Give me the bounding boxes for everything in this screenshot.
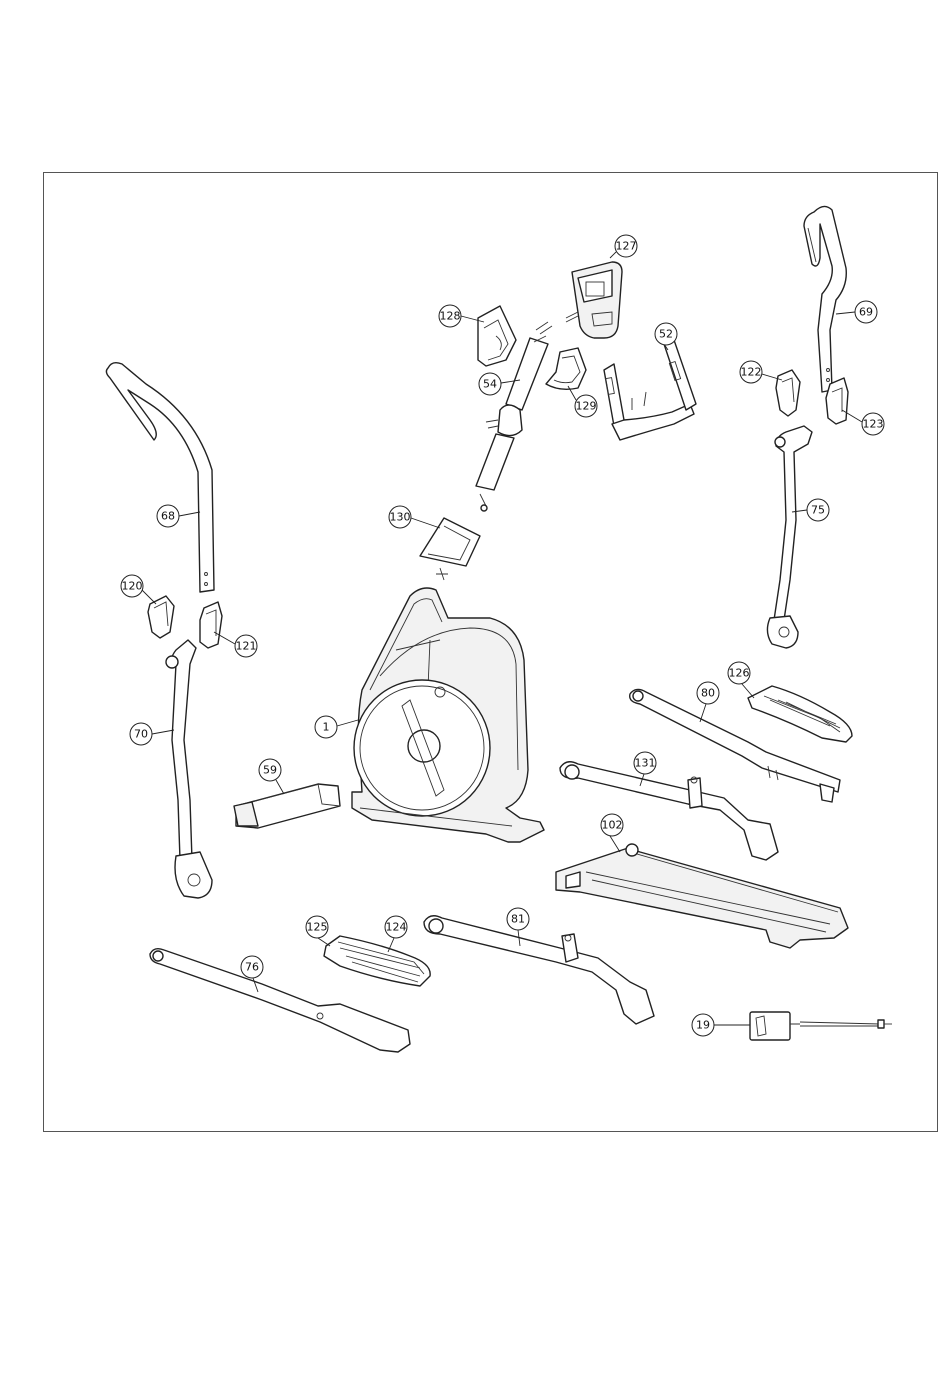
callout-75: 75 [792,499,829,521]
callout-69: 69 [836,301,877,323]
svg-text:130: 130 [390,511,411,524]
svg-text:122: 122 [741,366,762,379]
svg-text:80: 80 [701,687,715,700]
right-moving-handle-part [804,206,846,392]
svg-text:125: 125 [307,921,328,934]
svg-text:123: 123 [863,418,884,431]
callout-59: 59 [259,759,284,794]
svg-text:120: 120 [122,580,143,593]
main-frame-part [352,588,544,842]
svg-text:70: 70 [134,728,148,741]
cover-129-part [546,348,586,389]
callout-126: 126 [728,662,754,698]
left-crank-link-part [424,916,654,1024]
power-adapter-part [750,1012,892,1040]
right-pedal-part [748,686,852,742]
svg-text:76: 76 [245,961,259,974]
svg-text:121: 121 [236,640,257,653]
svg-text:19: 19 [696,1019,710,1032]
svg-text:102: 102 [602,819,623,832]
crank-link-part [560,762,778,860]
svg-text:59: 59 [263,764,277,777]
svg-text:124: 124 [386,921,407,934]
callout-129: 129 [568,386,597,417]
cover-120-part [148,596,174,638]
callout-123: 123 [842,410,884,435]
cover-123-part [826,378,848,424]
callout-70: 70 [130,723,174,745]
svg-text:75: 75 [811,504,825,517]
left-moving-handle-part [106,363,214,592]
callout-120: 120 [121,575,156,604]
console-part [566,262,622,338]
callout-68: 68 [157,505,200,527]
callout-130: 130 [389,506,440,528]
svg-text:54: 54 [483,378,497,391]
svg-text:69: 69 [859,306,873,319]
svg-text:131: 131 [635,757,656,770]
callout-1: 1 [315,716,358,738]
callout-19: 19 [692,1014,750,1036]
bracket-128-part [478,306,516,366]
svg-text:128: 128 [440,310,461,323]
cover-122-part [776,370,800,416]
front-stabilizer-part [234,784,340,828]
rear-base-part [556,844,848,948]
callout-125: 125 [306,916,330,946]
left-lower-arm-part [166,640,212,898]
cover-121-part [200,602,222,648]
svg-text:1: 1 [323,721,330,734]
right-lower-arm-part [767,426,812,648]
svg-text:81: 81 [511,913,525,926]
callout-102: 102 [601,814,623,852]
svg-text:129: 129 [576,400,597,413]
callout-122: 122 [740,361,782,383]
svg-text:68: 68 [161,510,175,523]
handlebar-52-part [604,340,696,440]
shroud-130-part [420,518,480,580]
svg-text:126: 126 [729,667,750,680]
callout-124: 124 [385,916,407,952]
callout-80: 80 [697,682,719,722]
callout-128: 128 [439,305,484,327]
svg-text:52: 52 [659,328,673,341]
callout-121: 121 [214,632,257,657]
left-pedal-part [324,936,430,986]
callout-127: 127 [610,235,637,258]
svg-text:127: 127 [616,240,637,253]
